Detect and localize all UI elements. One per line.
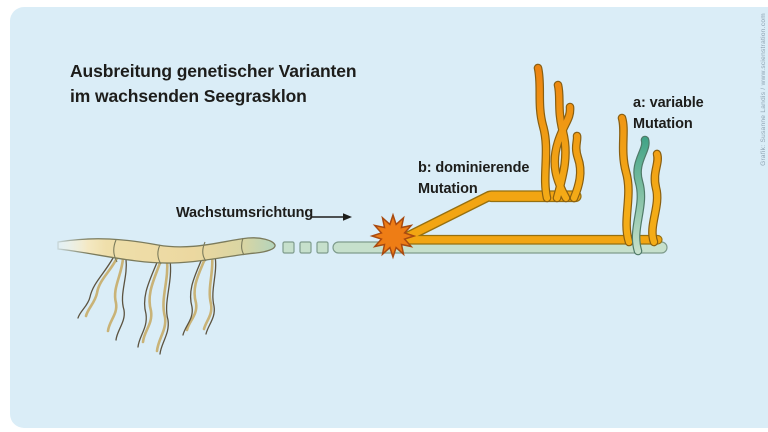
rhizome-left-fade [48,228,88,260]
seagrass-blades-variable-orange [617,113,662,247]
mutation-b-label-line1: b: dominierende [418,160,530,176]
rhizome-roots [77,254,217,355]
seagrass-blades-dominant [533,63,585,203]
rhizome-node-lines [113,237,245,265]
mutation-event-icon [369,212,417,260]
orange-runner-stripe [392,234,663,245]
page-title: Ausbreitung genetischer Varianten im wac… [70,59,357,109]
page-title-line1: Ausbreitung genetischer Varianten [70,61,357,81]
page-title-line2: im wachsenden Seegrasklon [70,86,307,106]
seagrass-blade-variable-teal [631,135,650,256]
growth-direction-arrow-icon [312,213,352,221]
mutation-a-label: a: variable Mutation [633,93,704,135]
mutation-b-label-line2: Mutation [418,181,478,197]
mutation-a-label-line2: Mutation [633,116,693,132]
mutation-a-label-line1: a: variable [633,95,704,111]
orange-runner-diagonal [395,192,493,245]
mutation-b-label: b: dominierende Mutation [418,158,529,200]
runner-dashes [282,241,329,254]
growth-direction-label: Wachstumsrichtung [176,205,314,221]
credit-text: Grafik: Susanne Landis / www.scienstrati… [760,13,767,166]
